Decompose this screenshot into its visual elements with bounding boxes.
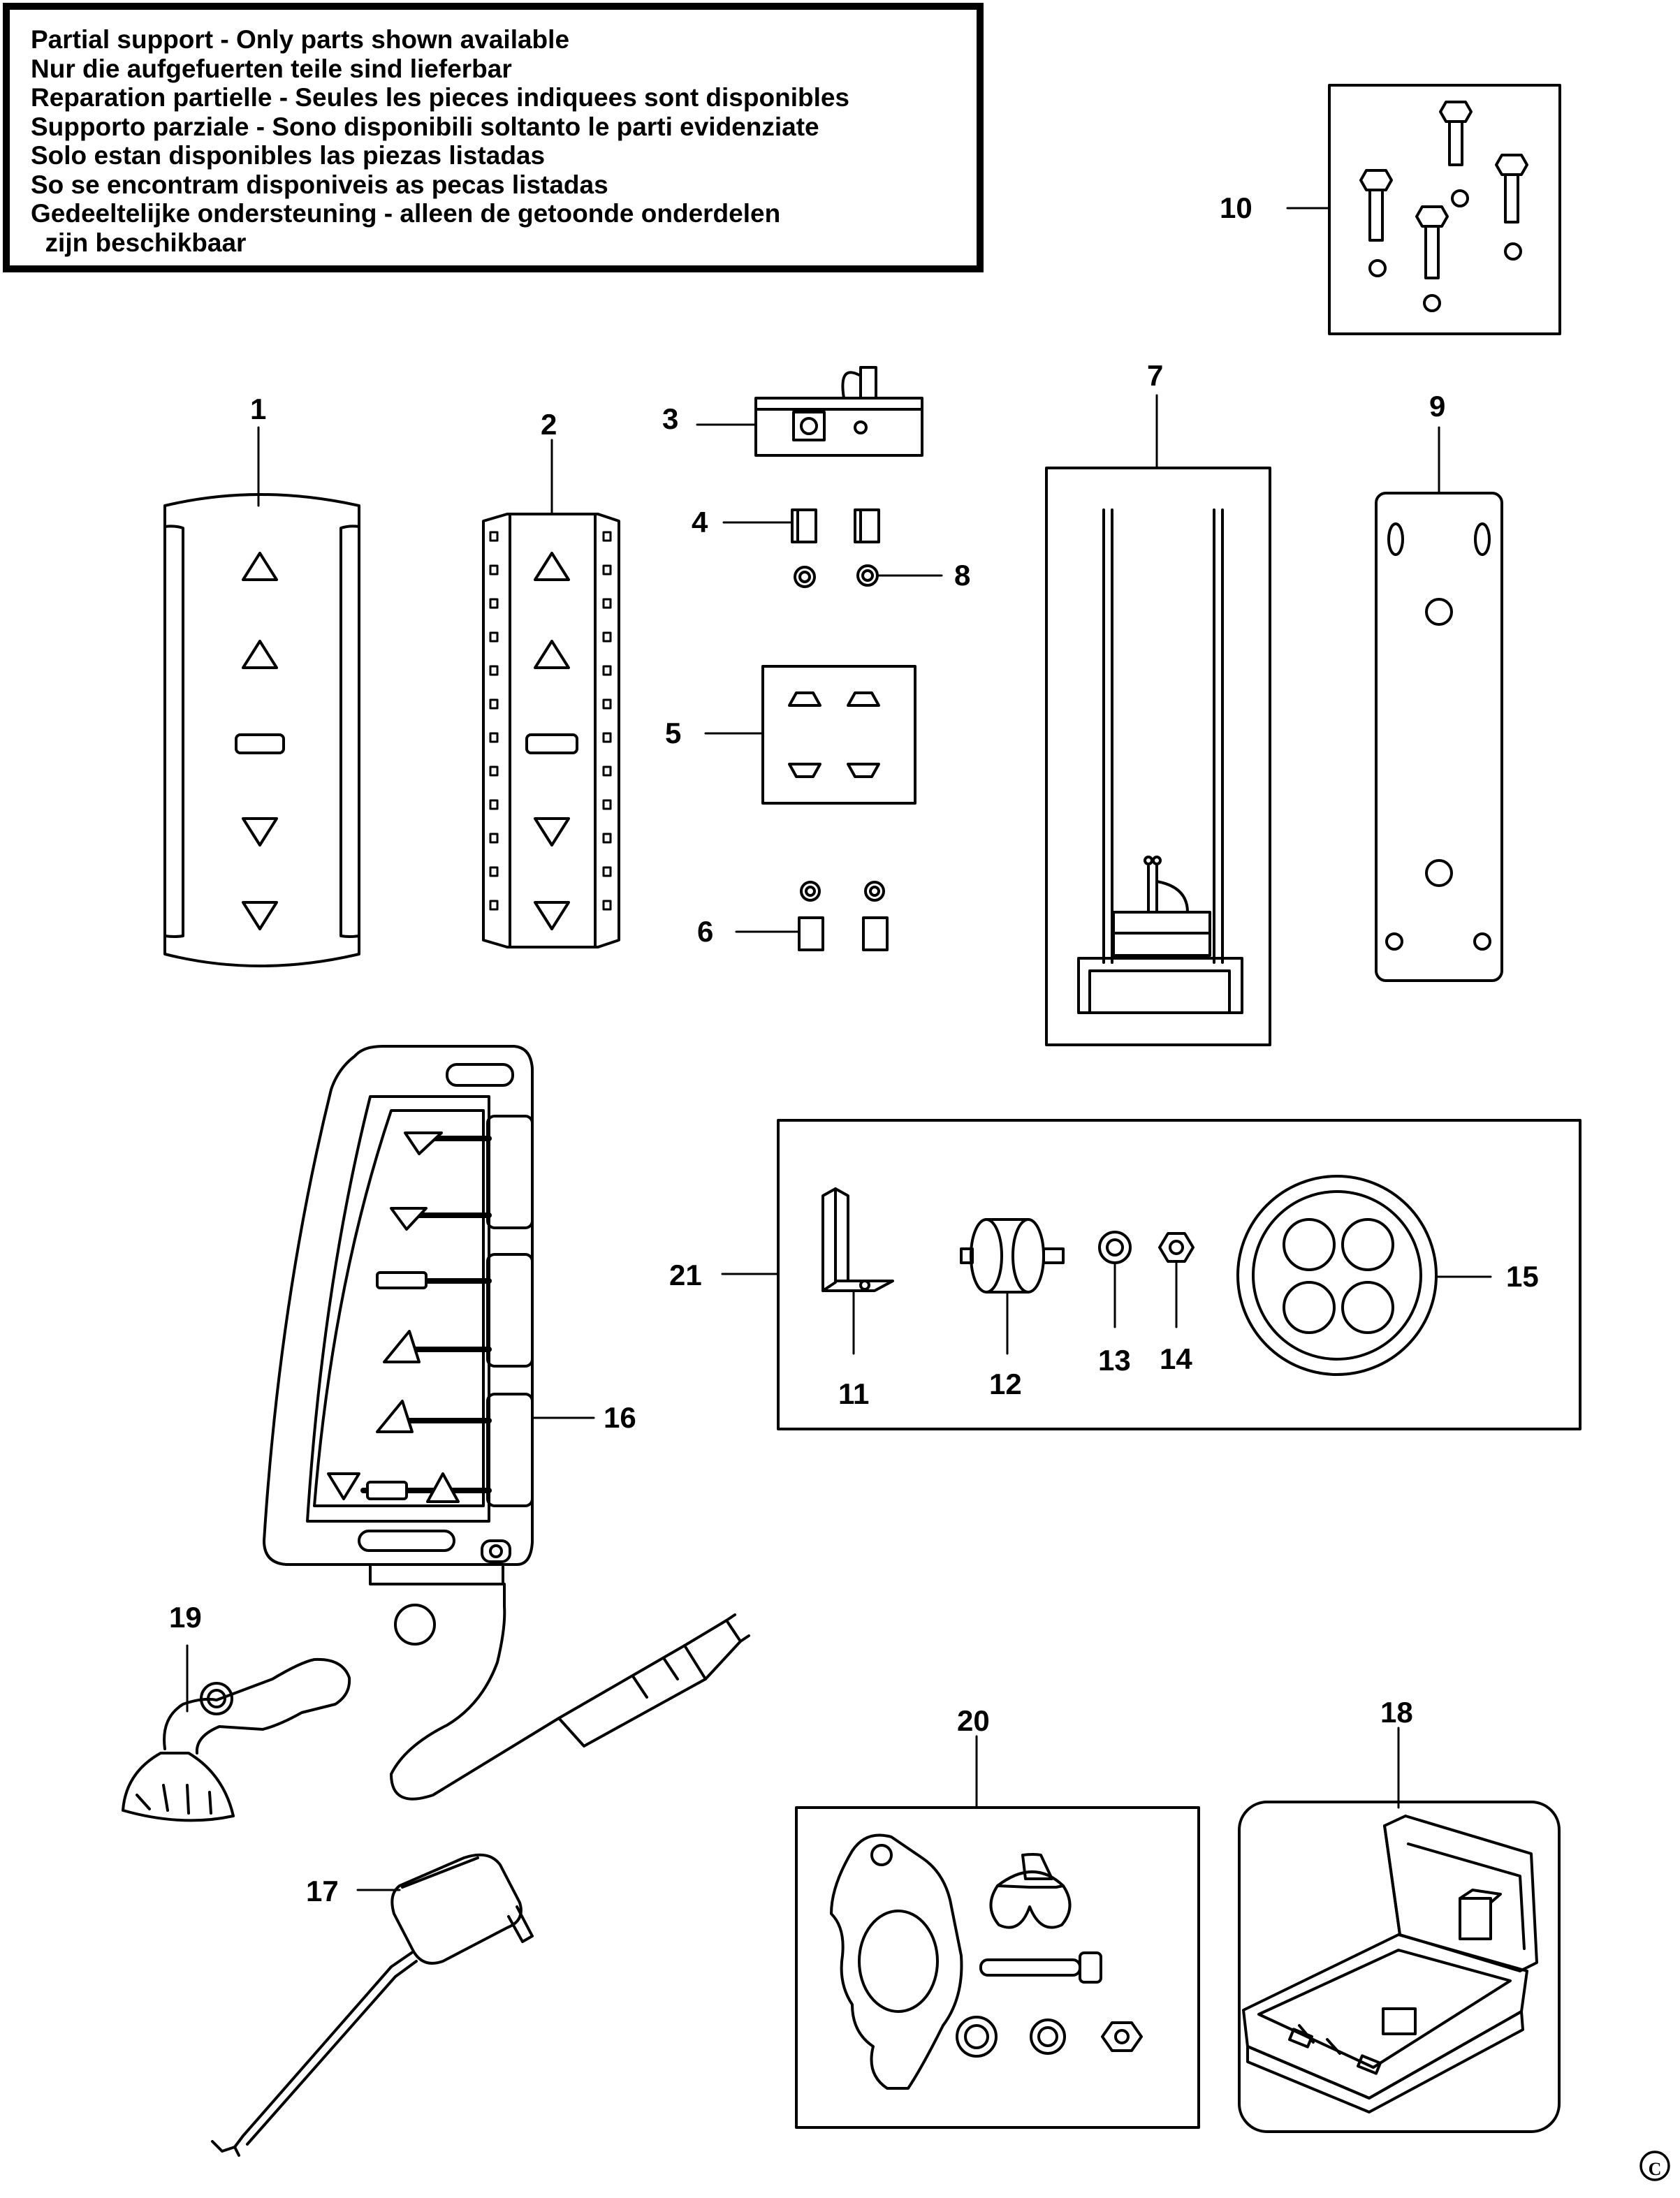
part-label-13: 13	[1098, 1344, 1131, 1377]
part-label-10: 10	[1220, 191, 1252, 224]
part-16-handheld-remote	[263, 1045, 750, 1801]
notice-line-nl-cont: zijn beschikbaar	[31, 228, 247, 257]
part-label-18: 18	[1380, 1696, 1413, 1729]
part-label-19: 19	[169, 1601, 202, 1634]
part-5-feet-pads	[761, 665, 916, 805]
arrow-up-icon	[242, 552, 278, 669]
part-label-9: 9	[1429, 390, 1445, 423]
part-8-rings	[794, 564, 879, 588]
part-10-bolt-set	[1328, 84, 1561, 335]
part-11-bracket	[821, 1187, 894, 1292]
part-12-motor	[960, 1218, 1065, 1294]
center-button	[235, 733, 285, 754]
part-label-2: 2	[541, 408, 557, 441]
button-stems	[360, 1136, 492, 1493]
part-21-hardware-kit	[777, 1119, 1582, 1430]
copyright-circle	[1639, 2151, 1670, 2181]
washer-icon	[1368, 189, 1522, 312]
part-label-15: 15	[1506, 1260, 1539, 1293]
perforation-holes	[489, 531, 612, 911]
part-18-carrying-case	[1238, 1801, 1561, 2133]
part-label-11: 11	[838, 1377, 869, 1410]
notice-line-fr: Reparation partielle - Seules les pieces…	[31, 83, 850, 112]
part-19-suction-mount	[122, 1657, 351, 1822]
part-label-7: 7	[1147, 359, 1163, 392]
notice-line-pt: So se encontram disponiveis as pecas lis…	[31, 170, 608, 199]
part-label-14: 14	[1160, 1342, 1192, 1375]
notice-line-en: Partial support - Only parts shown avail…	[31, 25, 570, 54]
arrow-down-icon	[242, 817, 278, 930]
part-14-nut	[1158, 1232, 1195, 1263]
copyright-mark: C	[1639, 2150, 1671, 2182]
partial-support-notice: Partial support - Only parts shown avail…	[3, 3, 984, 272]
part-2-keypad-membrane	[482, 513, 620, 948]
part-label-16: 16	[604, 1401, 636, 1434]
arrow-down-icon	[534, 817, 570, 930]
notice-line-de: Nur die aufgefuerten teile sind lieferba…	[31, 54, 512, 83]
arrow-icon	[327, 1131, 460, 1503]
part-9-mounting-plate	[1375, 492, 1503, 982]
part-label-1: 1	[250, 393, 266, 425]
notice-line-es: Solo estan disponibles las piezas listad…	[31, 141, 546, 170]
car-charger-plug	[557, 1613, 750, 1748]
notice-lines: Partial support - Only parts shown avail…	[31, 25, 849, 257]
part-17-ac-adapter	[211, 1853, 534, 2157]
part-number-labels: 10 1 2 3 4 8 5 6 7 9 21 11 12 13 14 15 1…	[169, 191, 1539, 1907]
arrow-up-icon	[534, 552, 570, 669]
leader-lines	[186, 207, 1492, 1891]
part-7-battery-rail	[1045, 467, 1271, 1046]
part-label-3: 3	[662, 402, 678, 435]
mount-ball	[394, 1604, 436, 1646]
part-label-8: 8	[954, 559, 970, 592]
copyright-letter: C	[1648, 2159, 1662, 2179]
part-6-rings-blocks	[798, 881, 889, 951]
part-4-blocks	[791, 508, 880, 543]
part-label-12: 12	[989, 1368, 1022, 1400]
part-label-4: 4	[692, 506, 708, 538]
part-label-20: 20	[957, 1704, 990, 1737]
part-15-wheel	[1236, 1175, 1438, 1376]
part-label-17: 17	[306, 1875, 339, 1907]
notice-line-it: Supporto parziale - Sono disponibili sol…	[31, 112, 819, 141]
part-20-bracket-set	[795, 1806, 1200, 2129]
part-3-circuit-board	[754, 366, 923, 457]
notice-line-nl: Gedeeltelijke ondersteuning - alleen de …	[31, 199, 781, 228]
part-1-remote-front	[163, 493, 360, 967]
part-label-5: 5	[665, 717, 681, 749]
bolt-icon	[1359, 101, 1528, 279]
part-label-21: 21	[669, 1259, 702, 1291]
part-13-washer	[1098, 1231, 1132, 1264]
part-label-6: 6	[697, 915, 713, 948]
side-buttons	[486, 1115, 534, 1507]
